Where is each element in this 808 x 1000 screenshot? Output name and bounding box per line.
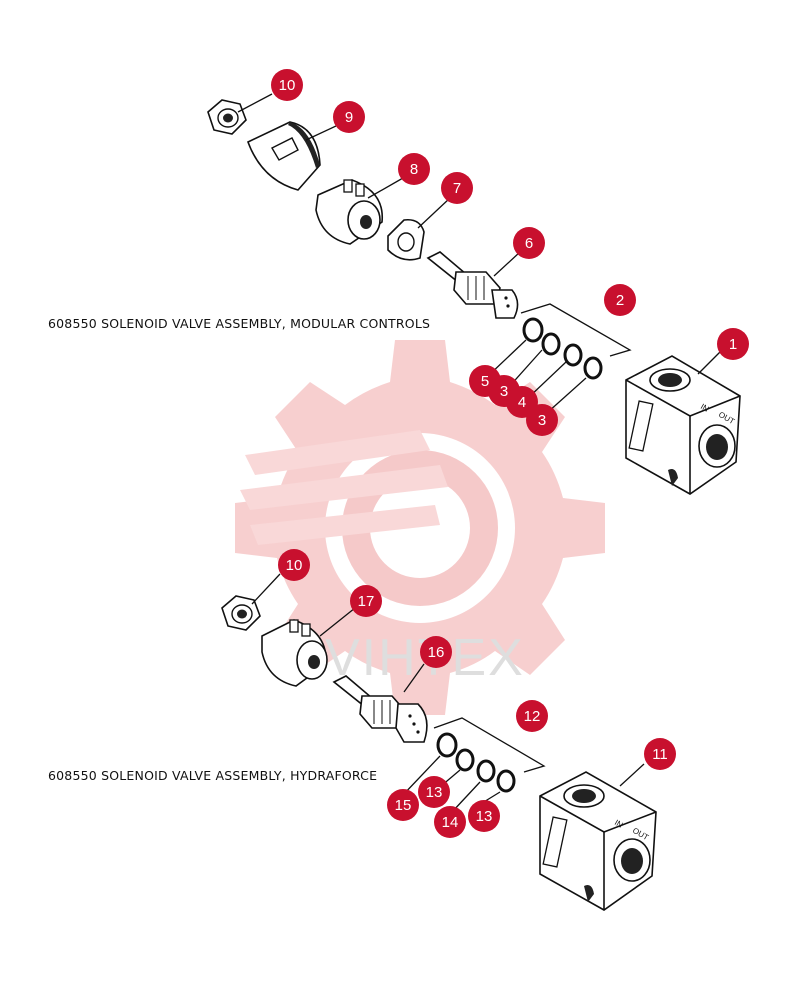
svg-text:10: 10 [279,77,296,94]
callout-marker: 16 [420,636,452,668]
callout-marker: 14 [434,806,466,838]
valve-cartridge [426,251,519,319]
seal-kit-rings [522,317,603,380]
svg-text:5: 5 [481,373,489,390]
callouts-lower: 10 17 16 12 11 15 [278,549,676,838]
assembly-hydraforce: IN OUT 10 17 16 [48,549,676,911]
callout-marker: 7 [441,172,473,204]
solenoid-coil [315,179,383,245]
callout-marker: 8 [398,153,430,185]
svg-text:6: 6 [525,235,533,252]
callout-marker: 13 [418,776,450,808]
callout-marker: 3 [526,404,558,436]
callout-marker: 13 [468,800,500,832]
svg-text:13: 13 [426,784,443,801]
svg-text:3: 3 [500,383,508,400]
callout-marker: 2 [604,284,636,316]
assembly-caption: 608550 SOLENOID VALVE ASSEMBLY, MODULAR … [48,316,430,331]
coil-cover [246,121,321,191]
svg-text:10: 10 [286,557,303,574]
svg-text:4: 4 [518,394,526,411]
svg-text:16: 16 [428,644,445,661]
svg-text:13: 13 [476,808,493,825]
svg-text:2: 2 [616,292,624,309]
svg-text:11: 11 [652,746,668,763]
seal-kit-bracket [433,717,546,773]
seal-kit-rings [436,732,516,793]
svg-text:3: 3 [538,412,546,429]
callout-marker: 12 [516,700,548,732]
mounting-plate [387,218,425,261]
callout-marker: 10 [278,549,310,581]
valve-body: IN OUT [539,771,657,911]
svg-text:9: 9 [345,109,353,126]
svg-text:17: 17 [358,593,375,610]
callout-marker: 17 [350,585,382,617]
svg-text:7: 7 [453,180,461,197]
svg-text:15: 15 [395,797,412,814]
callouts-upper: 10 9 8 7 6 2 1 [271,69,749,436]
svg-text:12: 12 [524,708,541,725]
block-marking-in: IN [699,402,711,414]
callout-marker: 10 [271,69,303,101]
svg-text:1: 1 [729,336,737,353]
hex-nut [207,99,247,135]
svg-text:8: 8 [410,161,418,178]
callout-marker: 15 [387,789,419,821]
assembly-caption: 608550 SOLENOID VALVE ASSEMBLY, HYDRAFOR… [48,768,377,783]
callout-marker: 1 [717,328,749,360]
callout-marker: 11 [644,738,676,770]
seal-kit-bracket [520,303,632,357]
callout-marker: 9 [333,101,365,133]
assembly-modular-controls: IN OUT 10 9 [48,69,749,495]
callout-marker: 6 [513,227,545,259]
svg-text:14: 14 [442,814,459,831]
leader-lines-upper [237,93,721,413]
solenoid-coil [261,619,328,687]
block-marking-in: IN [613,818,625,830]
valve-cartridge [332,675,428,743]
valve-body: IN OUT [625,355,741,495]
hex-nut [221,595,261,631]
